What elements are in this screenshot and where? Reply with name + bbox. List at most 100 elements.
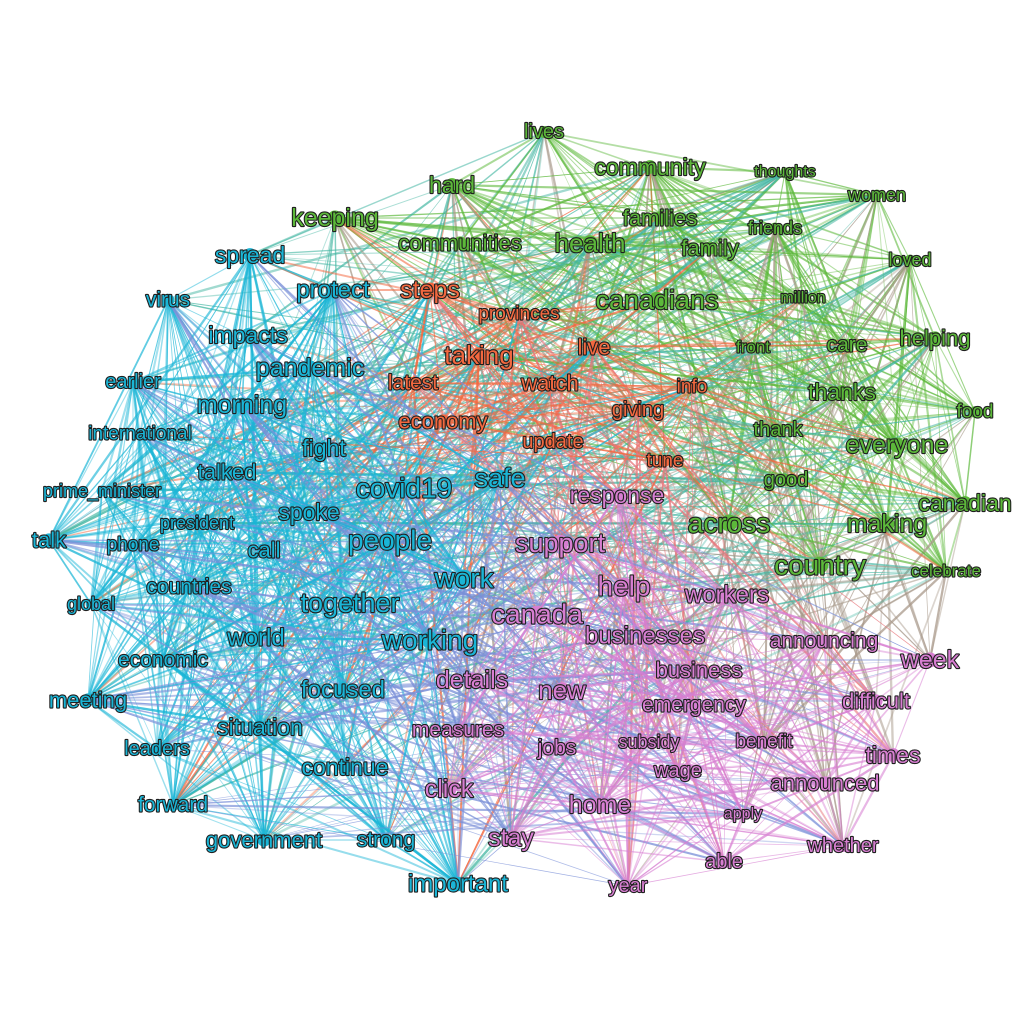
edge-provinces-prime_minister: [101, 313, 520, 492]
edge-world-important: [255, 637, 459, 885]
edge-pandemic-international: [139, 367, 311, 435]
edge-earlier-call: [132, 381, 265, 551]
node-dot-global: [85, 598, 97, 610]
node-label-home: home: [569, 791, 632, 819]
edge-families-live: [593, 217, 661, 348]
edge-everyone-provinces: [518, 313, 898, 446]
edge-keeping-spread: [249, 217, 336, 256]
edge-families-million: [659, 217, 804, 299]
node-label-phone: phone: [107, 535, 160, 556]
edge-helping-food: [934, 337, 976, 413]
node-label-covid19: covid19: [356, 473, 453, 504]
edge-latest-giving: [412, 382, 639, 411]
edge-business-benefit: [698, 669, 765, 743]
edge-details-measures: [457, 679, 473, 731]
edge-situation-emergency: [259, 703, 695, 729]
edge-taking-latest: [412, 354, 480, 384]
edge-help-year: [623, 585, 629, 887]
node-label-announcing: announcing: [770, 630, 879, 653]
node-dot-thank: [772, 424, 784, 436]
edge-keeping-canadians: [334, 217, 658, 301]
edge-live-info: [593, 346, 693, 388]
edge-impacts-earlier: [132, 334, 249, 383]
edge-impacts-canada: [247, 334, 538, 615]
edge-lives-communities: [459, 131, 545, 244]
node-label-together: together: [300, 588, 399, 618]
edge-businesses-announcing: [644, 635, 825, 642]
edge-thoughts-celebrate: [784, 171, 947, 572]
edge-women-families: [659, 193, 878, 220]
edge-focused-apply: [342, 689, 744, 815]
edge-businesses-difficult: [644, 635, 877, 702]
edge-info-economy: [442, 385, 693, 423]
node-label-announced: announced: [771, 771, 880, 796]
edge-latest-prime_minister: [101, 381, 414, 493]
edge-women-loved: [876, 194, 911, 261]
node-dot-pandemic: [302, 360, 318, 376]
node-label-benefit: benefit: [735, 732, 793, 753]
edge-keeping-pandemic: [309, 217, 336, 369]
edge-week-benefit: [763, 659, 931, 743]
node-label-government: government: [206, 828, 322, 853]
edge-women-details: [471, 194, 878, 681]
node-label-people: people: [348, 525, 432, 556]
edge-wage-year: [627, 770, 679, 887]
edge-community-hard: [451, 166, 651, 186]
edge-canadians-provinces: [518, 299, 658, 315]
edge-protect-spoke: [308, 289, 334, 513]
node-label-women: women: [847, 185, 906, 205]
edge-fight-talk: [48, 447, 325, 541]
node-dot-thanks: [835, 385, 849, 399]
edge-making-difficult: [875, 523, 888, 702]
edge-helping-provinces: [518, 313, 936, 339]
edge-good-live: [593, 346, 787, 481]
edge-benefit-whether: [763, 741, 844, 847]
edge-morning-safe: [241, 404, 501, 479]
edge-health-giving: [589, 242, 639, 411]
edge-phone-businesses: [132, 544, 646, 637]
edge-celebrate-prime_minister: [101, 490, 947, 572]
edge-morning-international: [139, 404, 243, 435]
node-dot-businesses: [637, 628, 653, 644]
edge-pandemic-announcing: [309, 367, 825, 642]
edge-celebrate-together: [349, 570, 947, 604]
node-label-steps: steps: [400, 276, 460, 304]
edge-million-food: [802, 297, 976, 413]
node-dot-friends: [769, 222, 781, 234]
edge-helping-country: [819, 337, 936, 566]
node-label-economy: economy: [398, 409, 487, 434]
edge-keeping-canada: [334, 217, 538, 615]
edge-details-stay: [471, 679, 512, 839]
edge-important-stay: [457, 837, 512, 885]
edge-together-important: [349, 602, 459, 885]
node-label-pandemic: pandemic: [256, 354, 364, 382]
edge-everyone-canadian: [896, 444, 966, 504]
edge-wage-able: [677, 770, 725, 863]
edge-details-year: [471, 679, 629, 887]
edge-countries-economic: [162, 586, 190, 661]
edge-fight-work: [323, 447, 465, 579]
edge-whether-able: [723, 845, 844, 863]
node-dot-meeting: [81, 693, 95, 707]
edge-safe-president: [196, 477, 501, 524]
edge-world-click: [255, 637, 450, 790]
edge-making-country: [819, 523, 888, 566]
edge-layer: [48, 131, 976, 887]
edge-announced-whether: [823, 782, 845, 847]
edge-new-home: [561, 689, 601, 806]
edge-apply-able: [723, 813, 744, 863]
edge-canadian-situation: [259, 502, 966, 728]
edge-families-celebrate: [659, 217, 947, 572]
edge-spoke-together: [307, 511, 352, 604]
edge-stay-able: [510, 837, 725, 863]
edge-response-benefit: [616, 494, 765, 743]
edge-safe-workers: [499, 477, 728, 596]
edge-global-difficult: [90, 603, 877, 702]
node-label-continue: continue: [302, 754, 389, 780]
edge-protect-wage: [332, 289, 679, 772]
edge-making-tune: [664, 460, 888, 525]
edge-million-making: [802, 297, 888, 525]
edge-talked-government: [226, 471, 265, 841]
node-dot-workers: [719, 587, 735, 603]
